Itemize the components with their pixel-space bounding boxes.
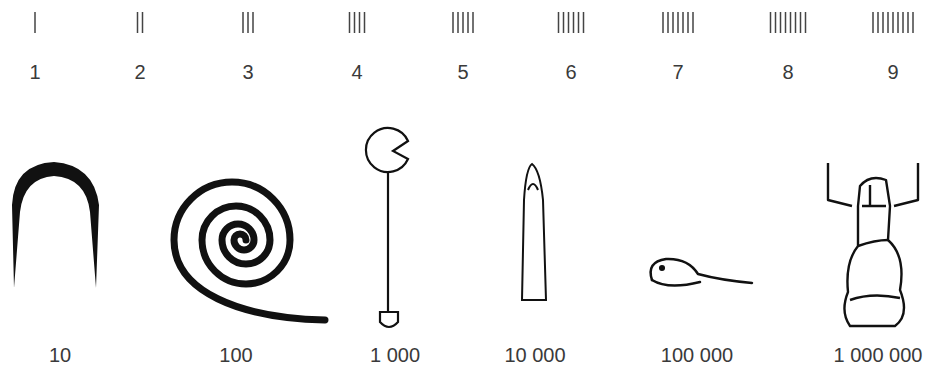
tally-2 [138, 12, 143, 33]
finger-glyph [522, 164, 546, 300]
tally-3 [243, 12, 253, 33]
numeral-value: 5 [457, 61, 468, 83]
tally-1 [34, 12, 36, 33]
numeral-value: 10 000 [504, 344, 565, 366]
numeral-value: 100 [219, 344, 252, 366]
tally-7 [663, 12, 693, 33]
heh-god-glyph [828, 163, 918, 326]
tally-8 [771, 12, 806, 33]
numeral-value: 7 [672, 61, 683, 83]
tally-5 [453, 12, 473, 33]
coil-glyph [174, 182, 325, 320]
numeral-value: 8 [782, 61, 793, 83]
numeral-value: 3 [242, 61, 253, 83]
numeral-value: 1 000 [370, 344, 420, 366]
numeral-value: 2 [134, 61, 145, 83]
numeral-value: 9 [887, 61, 898, 83]
arch-glyph [12, 162, 99, 288]
tally-6 [559, 12, 584, 33]
tally-marks [35, 12, 913, 33]
tally-9 [873, 12, 913, 33]
tadpole-glyph [651, 259, 752, 286]
numeral-value: 1 000 000 [834, 344, 923, 366]
tally-4 [350, 12, 365, 33]
numeral-value: 10 [49, 344, 71, 366]
numeral-value: 6 [565, 61, 576, 83]
numeral-value: 100 000 [661, 344, 733, 366]
numeral-value: 1 [29, 61, 40, 83]
lotus-glyph [366, 128, 408, 327]
numeral-value: 4 [351, 61, 362, 83]
